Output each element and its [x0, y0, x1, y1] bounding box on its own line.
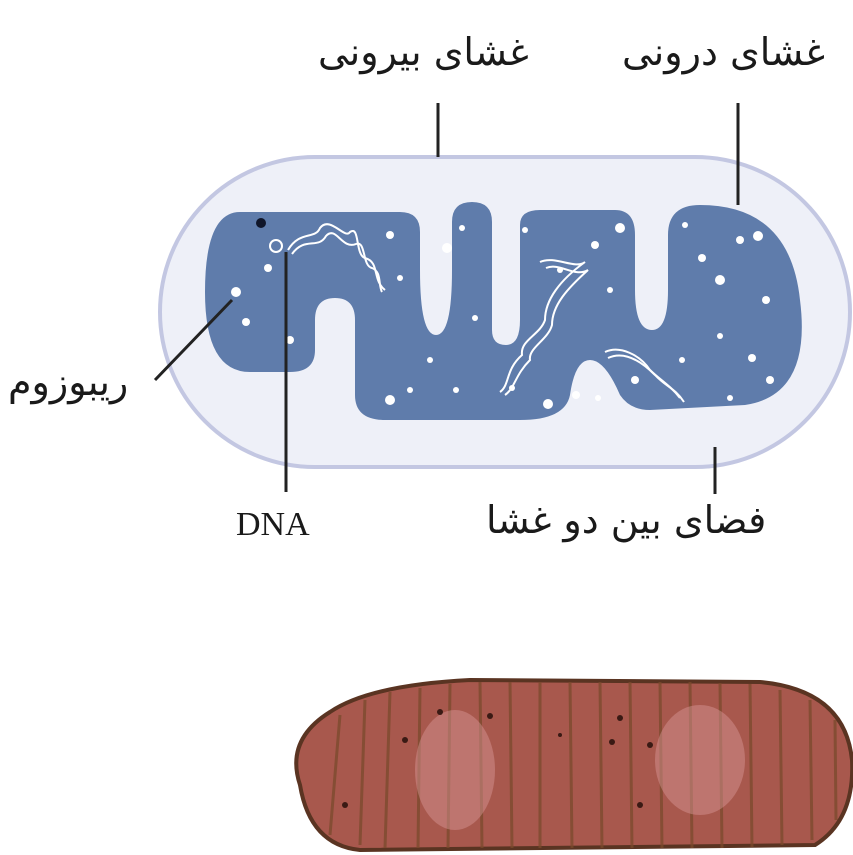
dna-label: DNA — [236, 506, 310, 544]
outer-membrane-label: غشای بیرونی — [318, 30, 529, 74]
ribosome-dark-dot — [256, 218, 266, 228]
intermembrane-space-label: فضای بین دو غشا — [486, 498, 766, 542]
inner-membrane-label: غشای درونی — [622, 30, 825, 74]
mitochondrion-micrograph — [296, 680, 852, 850]
ribosome-label: ریبوزوم — [8, 360, 128, 404]
